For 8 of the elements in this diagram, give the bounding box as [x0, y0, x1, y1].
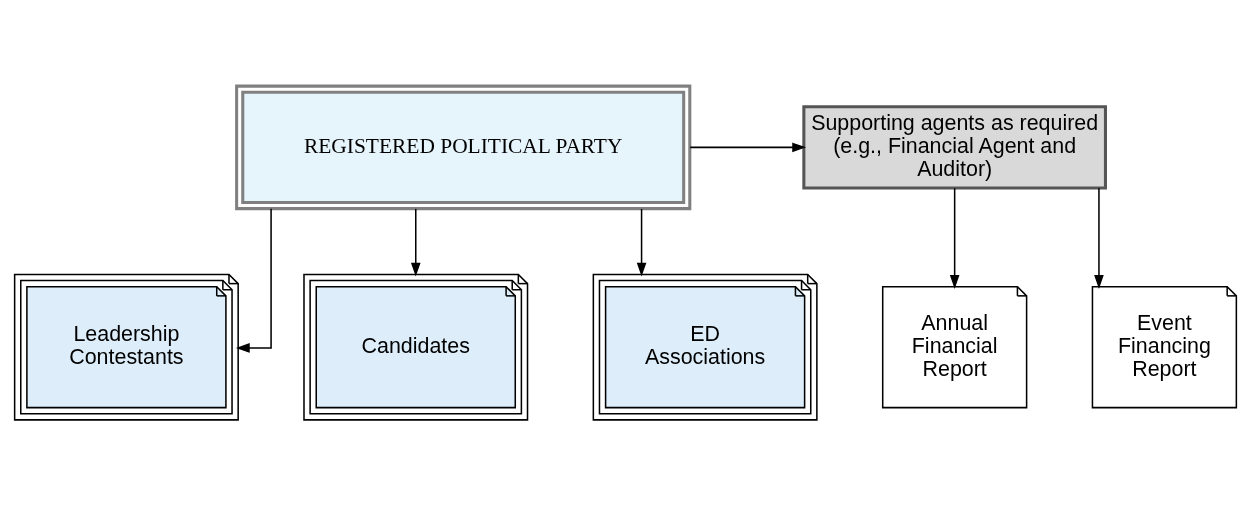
node-box: Supporting agents as required (e.g., Financial Agent and Auditor) [802, 105, 1107, 190]
node-box: REGISTERED POLITICAL PARTY [235, 84, 692, 211]
arrow [410, 208, 421, 277]
arrow [689, 142, 807, 153]
arrow [1094, 187, 1104, 289]
arrow [636, 208, 647, 277]
arrow [949, 187, 960, 289]
arrow [235, 207, 272, 353]
